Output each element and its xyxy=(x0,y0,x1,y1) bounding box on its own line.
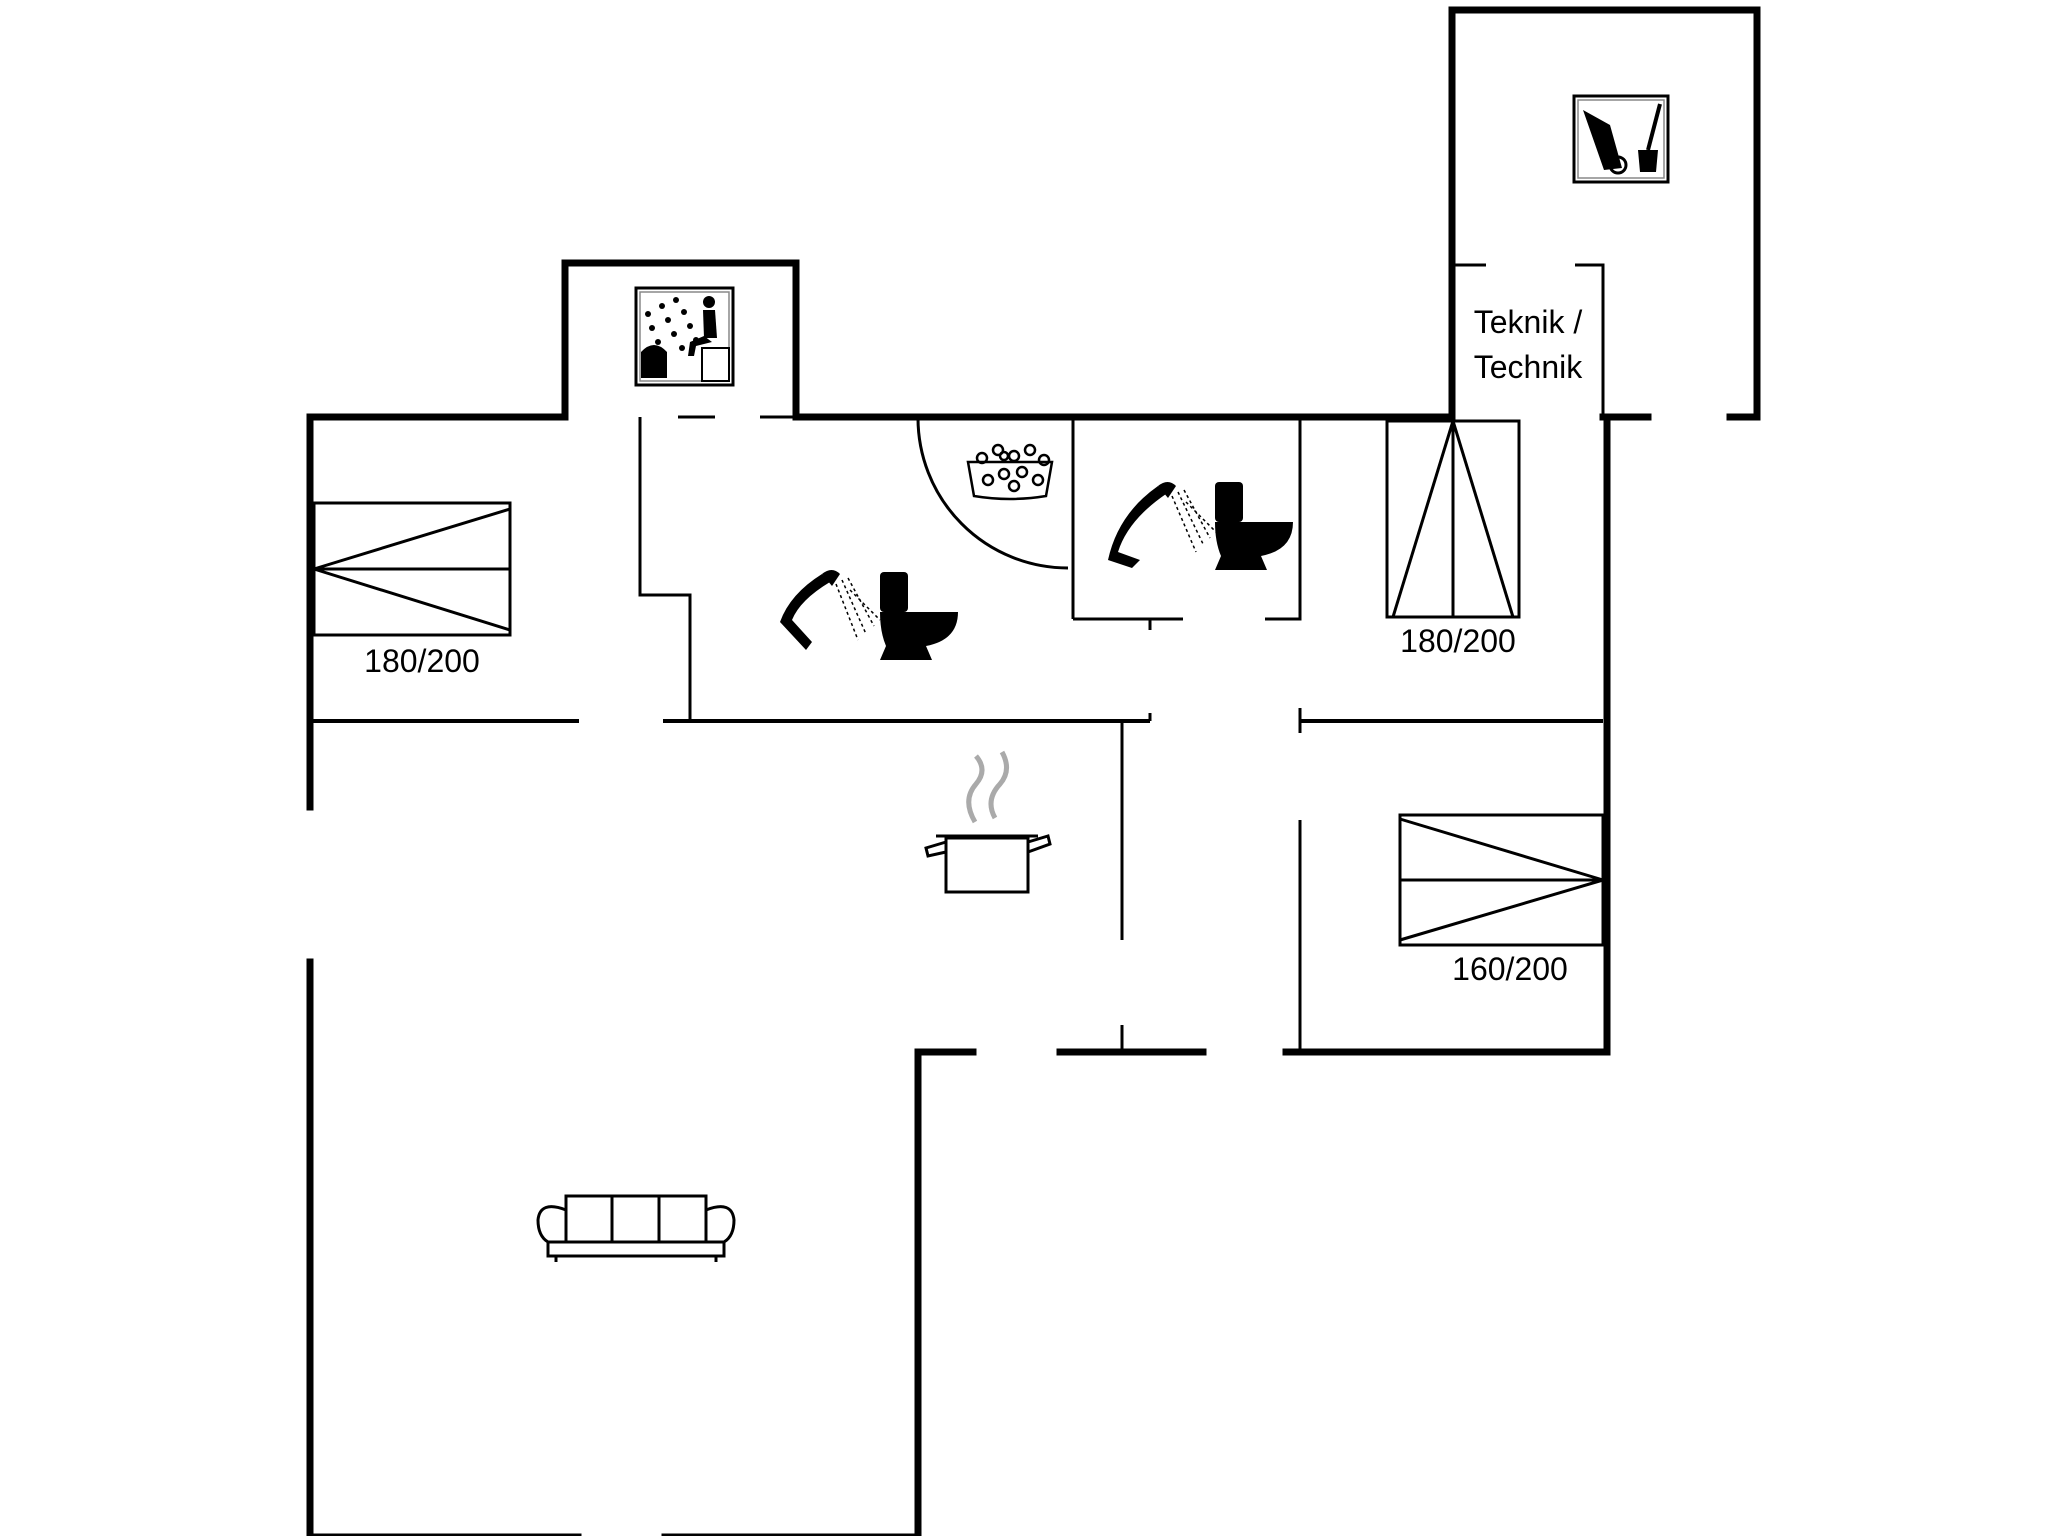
kitchen-pot-icon xyxy=(924,750,1052,894)
shower-icon xyxy=(780,570,881,650)
technik-label-line2: Technik xyxy=(1474,349,1584,385)
bed-icon xyxy=(312,501,512,637)
bed-size-label-north-east: 180/200 xyxy=(1400,623,1516,659)
bed-size-label-west: 180/200 xyxy=(364,643,480,679)
sauna-icon xyxy=(634,286,735,387)
bed-icon xyxy=(1398,813,1605,947)
jacuzzi-icon xyxy=(966,443,1054,501)
bed-size-label-south-east: 160/200 xyxy=(1452,951,1568,987)
shower-icon xyxy=(1108,482,1217,568)
bathroom-door-swing xyxy=(916,416,1069,570)
interior-walls xyxy=(310,263,1605,1052)
technik-label-line1: Teknik / xyxy=(1474,304,1583,340)
cleaning-equipment-icon xyxy=(1572,94,1670,184)
toilet-icon xyxy=(1215,482,1293,570)
outer-walls xyxy=(306,6,1761,1536)
toilet-icon xyxy=(880,572,958,660)
bed-icon xyxy=(1385,419,1521,619)
sofa-icon xyxy=(536,1194,736,1262)
